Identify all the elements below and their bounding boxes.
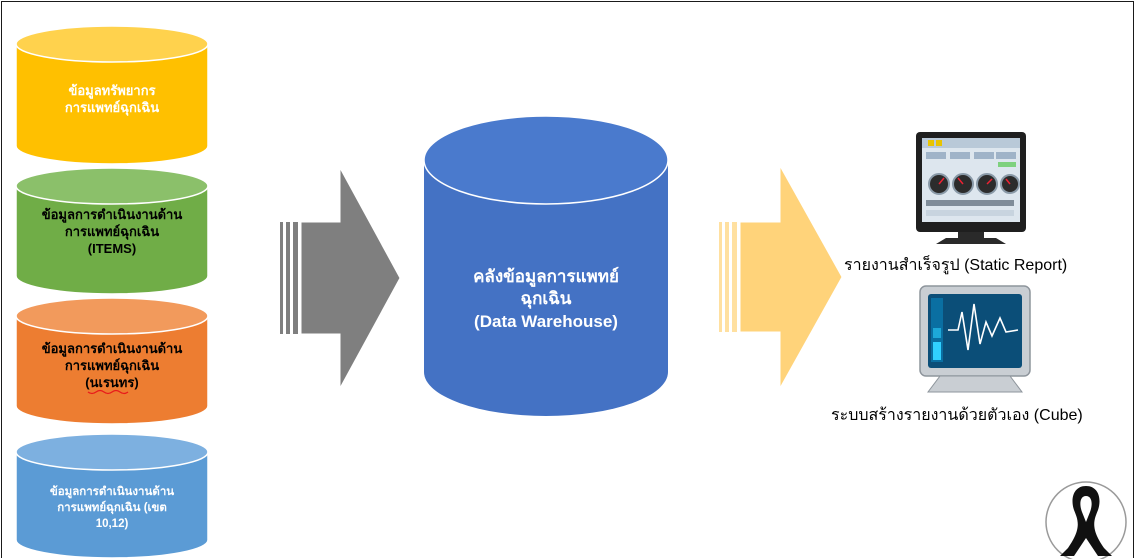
source-4-line-1: ข้อมูลการดำเนินงานด้าน [50, 484, 174, 499]
source-cylinder-narenthorn: ข้อมูลการดำเนินงานด้าน การแพทย์ฉุกเฉิน (… [15, 297, 209, 425]
cube-label: ระบบสร้างรายงานด้วยตัวเอง (Cube) [831, 406, 1083, 424]
mourning-ribbon-icon [1045, 481, 1127, 559]
source-4-line-3: 10,12) [96, 518, 129, 530]
source-2-line-2: การแพทย์ฉุกเฉิน [65, 224, 159, 240]
input-arrow [280, 167, 401, 389]
source-3-line-1: ข้อมูลการดำเนินงานด้าน [42, 341, 183, 357]
spellcheck-underline [87, 389, 129, 395]
source-3-line-3: (นเรนทร) [85, 375, 138, 390]
warehouse-line-1: คลังข้อมูลการแพทย์ [473, 266, 619, 288]
source-cylinder-items: ข้อมูลการดำเนินงานด้าน การแพทย์ฉุกเฉิน (… [15, 167, 209, 295]
source-cylinder-zone: ข้อมูลการดำเนินงานด้าน การแพทย์ฉุกเฉิน (… [15, 433, 209, 559]
static-report-monitor-icon [916, 132, 1026, 244]
warehouse-line-2: ฉุกเฉิน [521, 289, 572, 309]
cube-monitor-icon [919, 285, 1031, 393]
source-1-line-2: การแพทย์ฉุกเฉิน [65, 100, 159, 116]
source-4-line-2: การแพทย์ฉุกเฉิน (เขต [57, 500, 167, 515]
static-report-label: รายงานสำเร็จรูป (Static Report) [844, 254, 1067, 275]
source-1-line-1: ข้อมูลทรัพยากร [68, 83, 155, 99]
source-cylinder-resources: ข้อมูลทรัพยากร การแพทย์ฉุกเฉิน [15, 25, 209, 165]
source-3-line-2: การแพทย์ฉุกเฉิน [65, 358, 159, 374]
source-2-line-3: (ITEMS) [88, 241, 136, 256]
data-warehouse-cylinder: คลังข้อมูลการแพทย์ ฉุกเฉิน (Data Warehou… [423, 115, 669, 416]
output-arrow [719, 164, 843, 390]
source-2-line-1: ข้อมูลการดำเนินงานด้าน [42, 207, 183, 223]
warehouse-line-3: (Data Warehouse) [474, 312, 618, 331]
